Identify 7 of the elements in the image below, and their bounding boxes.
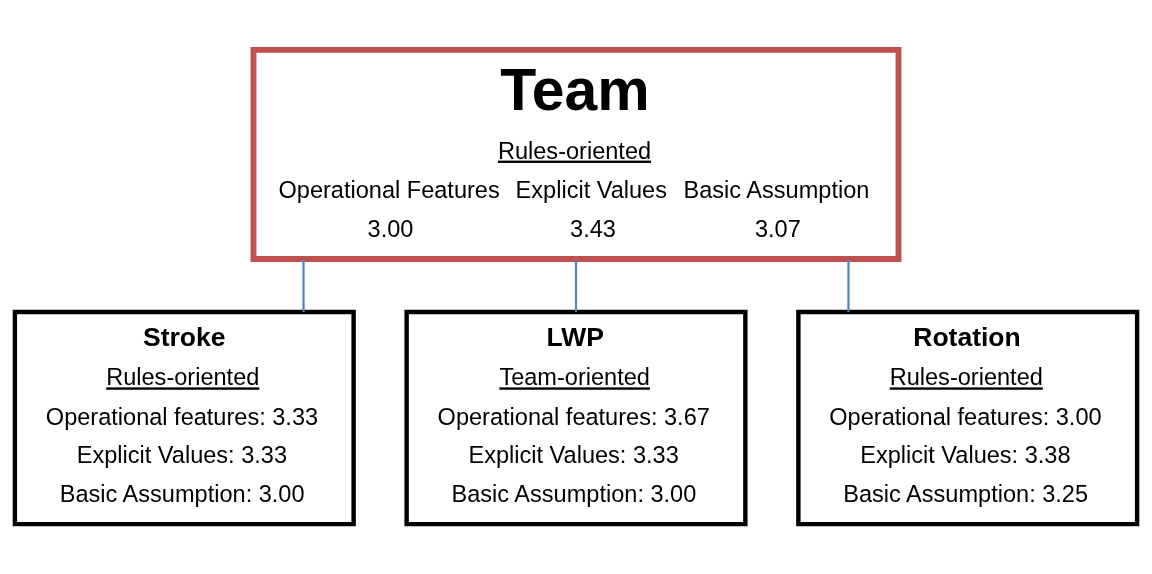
- connector: [847, 259, 850, 312]
- node-box: LWP Team-oriented Operational features: 3.67 Explicit Values: 3.33 Basic Assumption: 3.00: [404, 309, 748, 527]
- connector: [574, 259, 578, 312]
- node-box: Rotation Rules-oriented Operational features: 3.00 Explicit Values: 3.38 Basic Assumption: 3.25: [796, 309, 1140, 527]
- connector: [302, 259, 305, 312]
- node-box: Stroke Rules-oriented Operational features: 3.33 Explicit Values: 3.33 Basic Assumption: 3.00: [12, 309, 356, 527]
- node-box: Team Rules-oriented Operational Features Explicit Values Basic Assumption 3.00 3.43 3.07: [250, 46, 902, 262]
